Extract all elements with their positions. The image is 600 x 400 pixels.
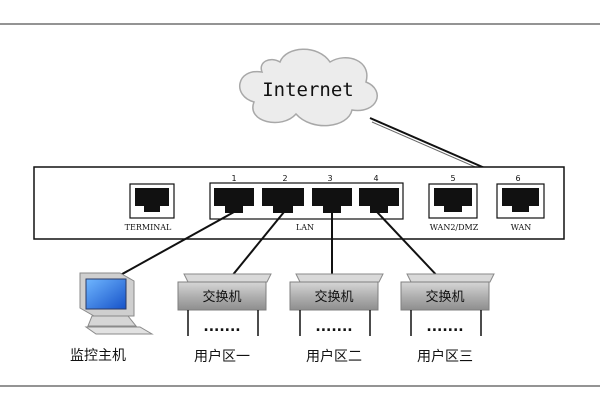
wan-label: WAN [511, 223, 532, 232]
terminal-port [129, 183, 175, 219]
switch-3-label: 交换机 [425, 289, 464, 305]
user-area-2-label: 用户区二 [306, 348, 362, 365]
switch-1-label: 交换机 [202, 289, 241, 305]
port-number-2: 2 [282, 174, 287, 183]
switch-2-label: 交换机 [314, 289, 353, 305]
lan-port-3 [312, 188, 352, 213]
wan2-dmz-label: WAN2/DMZ [430, 223, 479, 232]
switch-3: 交换机 ....... [400, 273, 495, 336]
port-number-3: 3 [327, 174, 332, 183]
wan2-dmz-port [428, 183, 478, 219]
monitor-host-computer [79, 272, 154, 335]
lan-port-4 [359, 188, 399, 213]
switch-1-dots: ....... [203, 319, 240, 335]
lan-port-2 [262, 188, 304, 213]
user-area-1-label: 用户区一 [194, 348, 250, 365]
cable-port4-switch3 [376, 211, 444, 283]
port-number-6: 6 [515, 174, 520, 183]
switch-2: 交换机 ....... [289, 273, 384, 336]
wan-port [496, 183, 545, 219]
user-area-3-label: 用户区三 [417, 348, 473, 365]
lan-port-1 [214, 188, 254, 213]
internet-label: Internet [262, 79, 354, 101]
monitor-host-label: 监控主机 [70, 348, 126, 364]
switch-1: 交换机 ....... [177, 273, 272, 336]
cable-port2-switch1 [226, 211, 285, 283]
port-number-1: 1 [231, 174, 236, 183]
switch-2-dots: ....... [315, 319, 352, 335]
internet-cloud: Internet [238, 48, 378, 127]
port-number-4: 4 [373, 174, 378, 183]
cable-port1-monitor [105, 211, 235, 284]
terminal-label: TERMINAL [125, 223, 172, 232]
lan-label: LAN [296, 223, 314, 232]
switch-3-dots: ....... [426, 319, 463, 335]
port-number-5: 5 [450, 174, 455, 183]
